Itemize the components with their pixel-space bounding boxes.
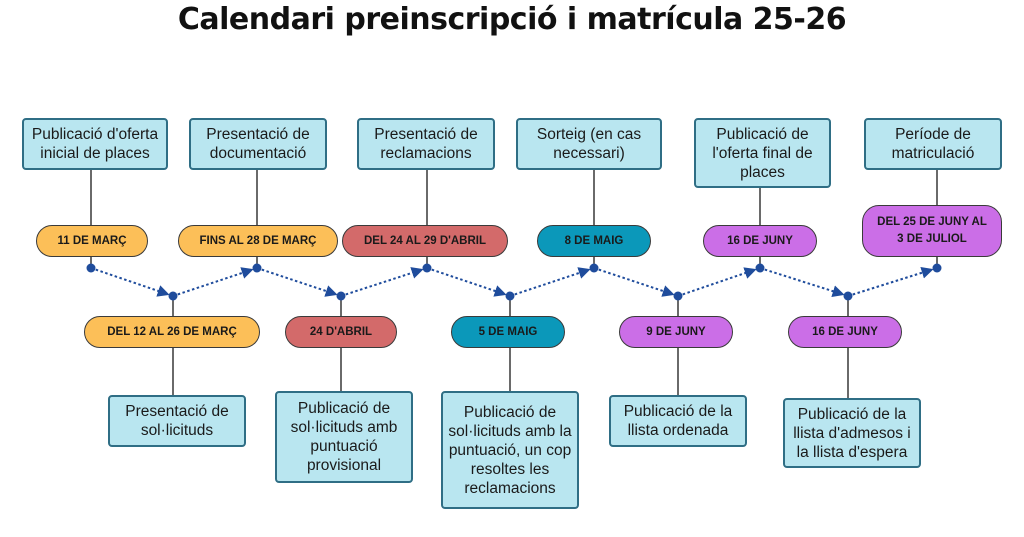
timeline-dot-7 (673, 291, 683, 301)
step-box-oferta-final: Publicació de l'oferta final de places (694, 118, 831, 188)
timeline-arrow-6 (598, 268, 675, 297)
timeline-arrow-0 (95, 268, 170, 297)
step-box-puntuacio-definitiva: Publicació de sol·licituds amb la puntua… (441, 391, 579, 509)
step-box-oferta-inicial: Publicació d'oferta inicial de places (22, 118, 168, 170)
timeline-dot-1 (168, 291, 178, 301)
date-pill-25-juny-3-juliol: DEL 25 DE JUNY AL 3 DE JULIOL (862, 205, 1002, 257)
date-pill-16-juny-bottom: 16 DE JUNY (788, 316, 902, 348)
step-box-llista-ordenada: Publicació de la llista ordenada (609, 395, 747, 447)
timeline-dot-0 (86, 263, 96, 273)
date-pill-9-juny: 9 DE JUNY (619, 316, 733, 348)
step-box-llista-admesos: Publicació de la llista d'admesos i la l… (783, 398, 921, 468)
timeline-dot-2 (252, 263, 262, 273)
timeline-arrow-3 (345, 267, 424, 296)
date-pill-fins-28-marc: FINS AL 28 DE MARÇ (178, 225, 338, 257)
timeline-arrow-9 (852, 266, 934, 296)
timeline-dot-6 (589, 263, 599, 273)
timeline-dot-5 (505, 291, 515, 301)
timeline-dot-8 (755, 263, 765, 273)
step-box-periode-matriculacio: Període de matriculació (864, 118, 1002, 170)
date-pill-24-abril: 24 D'ABRIL (285, 316, 397, 348)
step-box-sorteig: Sorteig (en cas necessari) (516, 118, 662, 170)
date-pill-8-maig: 8 DE MAIG (537, 225, 651, 257)
timeline-dot-3 (336, 291, 346, 301)
date-pill-11-marc: 11 DE MARÇ (36, 225, 148, 257)
date-pill-16-juny-top: 16 DE JUNY (703, 225, 817, 257)
timeline-dot-9 (843, 291, 853, 301)
date-pill-12-26-marc: DEL 12 AL 26 DE MARÇ (84, 316, 260, 348)
step-box-presentacio-reclamacions: Presentació de reclamacions (357, 118, 495, 170)
page-title: Calendari preinscripció i matrícula 25-2… (177, 2, 847, 37)
timeline-arrow-8 (764, 268, 845, 297)
timeline-arrow-5 (514, 267, 591, 296)
timeline-dot-10 (932, 263, 942, 273)
timeline-arrow-1 (177, 267, 254, 296)
step-box-presentacio-solicituds: Presentació de sol·licituds (108, 395, 246, 447)
timeline-dot-4 (422, 263, 432, 273)
timeline-arrow-4 (431, 268, 507, 297)
step-box-puntuacio-provisional: Publicació de sol·licituds amb puntuació… (275, 391, 413, 483)
date-pill-24-29-abril: DEL 24 AL 29 D'ABRIL (342, 225, 508, 257)
timeline-arrow-2 (261, 268, 338, 297)
timeline-arrow-7 (682, 267, 757, 296)
date-pill-5-maig: 5 DE MAIG (451, 316, 565, 348)
step-box-presentacio-documentacio: Presentació de documentació (189, 118, 327, 170)
